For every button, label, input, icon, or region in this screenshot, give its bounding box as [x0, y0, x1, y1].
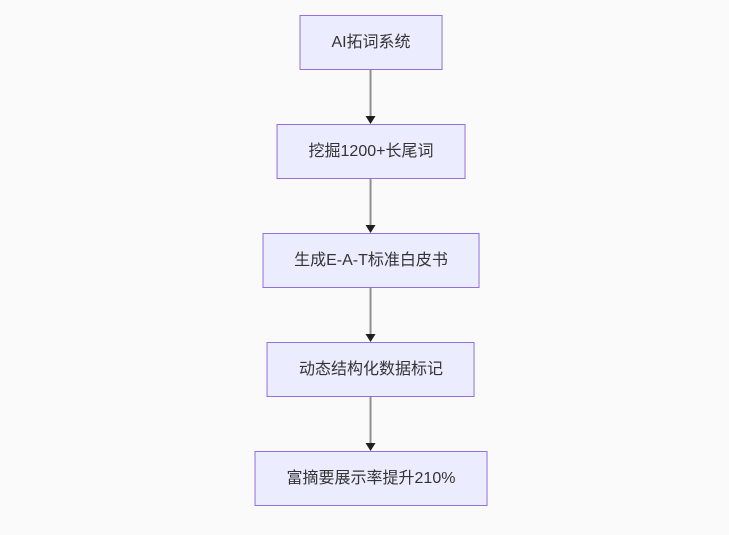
- arrow-line: [370, 288, 372, 334]
- arrow-down-icon: [366, 443, 376, 451]
- arrow-down-icon: [366, 225, 376, 233]
- flow-edge-2: [366, 179, 376, 233]
- flow-node-rich-snippet-result: 富摘要展示率提升210%: [254, 451, 488, 506]
- flow-node-structured-data: 动态结构化数据标记: [266, 342, 475, 397]
- flow-edge-3: [366, 288, 376, 342]
- arrow-line: [370, 397, 372, 443]
- arrow-line: [370, 70, 372, 116]
- flow-edge-4: [366, 397, 376, 451]
- flow-edge-1: [366, 70, 376, 124]
- arrow-down-icon: [366, 116, 376, 124]
- flow-node-longtail-mining: 挖掘1200+长尾词: [276, 124, 466, 179]
- arrow-line: [370, 179, 372, 225]
- flow-node-ai-word-system: AI拓词系统: [299, 15, 443, 70]
- flowchart-canvas: AI拓词系统 挖掘1200+长尾词 生成E-A-T标准白皮书 动态结构化数据标记…: [254, 15, 488, 506]
- flow-node-eat-whitepaper: 生成E-A-T标准白皮书: [262, 233, 480, 288]
- arrow-down-icon: [366, 334, 376, 342]
